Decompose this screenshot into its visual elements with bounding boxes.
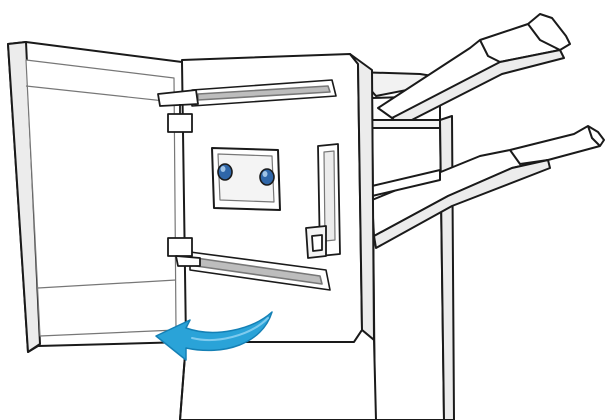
lower-output-tray[interactable] (371, 125, 605, 249)
upper-output-tray[interactable] (377, 13, 571, 127)
lower-slot (189, 251, 331, 291)
knob-plate (211, 147, 281, 211)
cabinet-side (371, 95, 445, 420)
left-knob[interactable] (217, 163, 233, 181)
close-door-arrow-icon (155, 311, 273, 361)
right-knob[interactable] (259, 168, 275, 186)
latch-assembly[interactable] (305, 143, 341, 259)
door-panel[interactable] (7, 41, 187, 353)
lower-hinge (167, 237, 201, 267)
upper-hinge (157, 89, 199, 133)
